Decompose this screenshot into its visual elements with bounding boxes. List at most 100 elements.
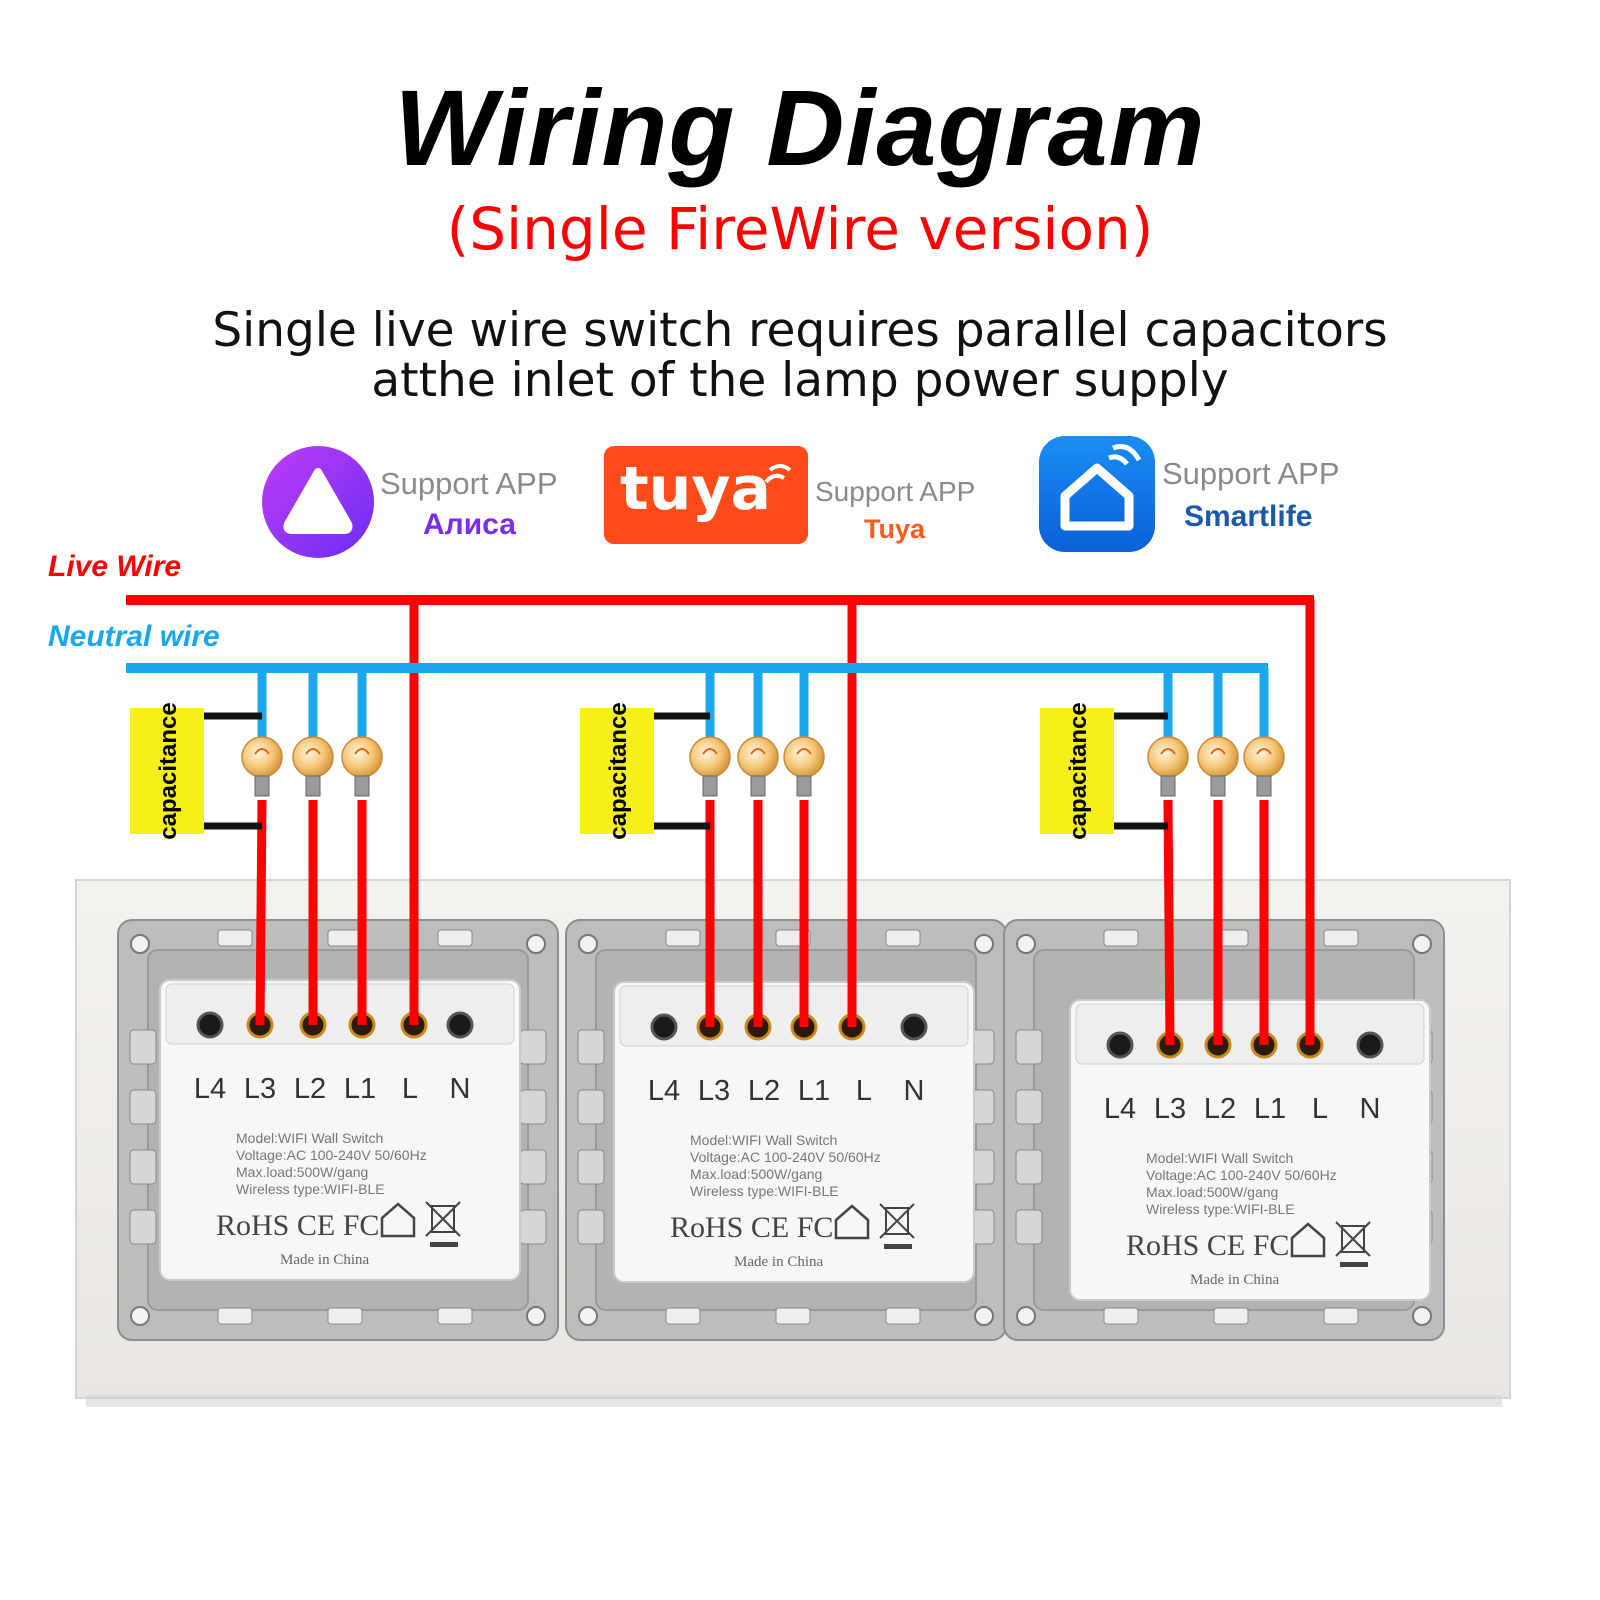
house-icon xyxy=(834,1204,870,1240)
terminal-screw-hole xyxy=(196,1011,224,1039)
capacitor-label: capacitance xyxy=(605,702,632,839)
terminal-screw-hole xyxy=(650,1013,678,1041)
frame-screw-hole xyxy=(1016,934,1036,954)
bulb-filament xyxy=(305,748,321,755)
spec-line: Max.load:500W/gang xyxy=(236,1164,368,1180)
bulb-glass xyxy=(1243,736,1285,778)
terminal-label: L4 xyxy=(194,1073,226,1105)
terminal-label: L3 xyxy=(698,1075,730,1107)
bulb-filament xyxy=(1210,748,1226,755)
weee-cross-icon xyxy=(425,1201,461,1237)
terminal-screw-hole xyxy=(1356,1031,1384,1059)
frame-tab xyxy=(1213,1307,1249,1325)
terminal-label: L2 xyxy=(294,1073,326,1105)
frame-slot xyxy=(577,1149,605,1185)
frame-screw-hole xyxy=(578,934,598,954)
capacitor-body xyxy=(1040,708,1114,834)
terminal-label: N xyxy=(450,1073,471,1105)
bulb-glass xyxy=(689,736,731,778)
spec-line: Max.load:500W/gang xyxy=(690,1166,822,1182)
frame-tab xyxy=(1323,1307,1359,1325)
app-support-label: Support APP xyxy=(1162,456,1340,491)
frame-screw-hole xyxy=(130,934,150,954)
description-line-2: atthe inlet of the lamp power supply xyxy=(371,353,1229,408)
bulb-filament xyxy=(254,748,270,755)
terminal-label: L4 xyxy=(1104,1093,1136,1125)
bulb-icon xyxy=(341,736,383,797)
frame-slot xyxy=(1015,1149,1043,1185)
bulb-glass xyxy=(1197,736,1239,778)
bulb-filament xyxy=(1256,748,1272,755)
bulb-glass xyxy=(1147,736,1189,778)
bulb-icon xyxy=(1147,736,1189,797)
frame-slot xyxy=(129,1149,157,1185)
weee-bin-icon xyxy=(1341,1225,1365,1253)
bulb-icon xyxy=(689,736,731,797)
description-line-1: Single live wire switch requires paralle… xyxy=(212,303,1388,358)
certification-marks: RoHS CE FC xyxy=(216,1209,379,1242)
alisa-logo-icon xyxy=(262,446,374,558)
certification-marks: RoHS CE FC xyxy=(670,1211,833,1244)
frame-slot xyxy=(519,1089,547,1125)
frame-tab xyxy=(217,1307,253,1325)
terminal-label: L2 xyxy=(748,1075,780,1107)
frame-screw-hole xyxy=(1412,1306,1432,1326)
frame-screw-hole xyxy=(130,1306,150,1326)
made-in-label: Made in China xyxy=(734,1254,823,1270)
bulb-icon xyxy=(1243,736,1285,797)
bulb-glass xyxy=(737,736,779,778)
bulb-base xyxy=(254,775,270,797)
tuya-logo-text: tuya xyxy=(620,454,771,524)
terminal-label: N xyxy=(1360,1093,1381,1125)
frame-slot xyxy=(1015,1209,1043,1245)
spec-line: Voltage:AC 100-240V 50/60Hz xyxy=(1146,1167,1337,1183)
spec-line: Voltage:AC 100-240V 50/60Hz xyxy=(236,1147,427,1163)
frame-tab xyxy=(885,1307,921,1325)
bulb-base xyxy=(305,775,321,797)
weee-bar-icon xyxy=(1340,1262,1368,1267)
weee-bar-icon xyxy=(430,1242,458,1247)
capacitor-label: capacitance xyxy=(1065,702,1092,839)
bulb-filament xyxy=(1160,748,1176,755)
frame-slot xyxy=(519,1209,547,1245)
bulb-filament xyxy=(702,748,718,755)
spec-line: Model:WIFI Wall Switch xyxy=(236,1130,383,1146)
page-title: Wiring Diagram xyxy=(394,67,1206,188)
capacitor: capacitance xyxy=(1040,702,1168,840)
weee-bin-icon xyxy=(431,1205,455,1233)
frame-tab xyxy=(885,929,921,947)
terminal-screw-hole xyxy=(446,1011,474,1039)
frame-tab xyxy=(327,1307,363,1325)
app-name-smartlife: Smartlife xyxy=(1184,500,1313,533)
bulb-filament xyxy=(354,748,370,755)
spec-line: Wireless type:WIFI-BLE xyxy=(690,1183,839,1199)
smartlife-logo-icon xyxy=(1039,436,1155,552)
bulb-filament xyxy=(796,748,812,755)
capacitor: capacitance xyxy=(580,702,710,840)
frame-screw-hole xyxy=(578,1306,598,1326)
bulb-base xyxy=(702,775,718,797)
frame-screw-hole xyxy=(974,1306,994,1326)
frame-tab xyxy=(437,1307,473,1325)
terminal-label: L3 xyxy=(244,1073,276,1105)
terminal-label: L3 xyxy=(1154,1093,1186,1125)
frame-slot xyxy=(519,1029,547,1065)
bulb-base xyxy=(750,775,766,797)
frame-slot xyxy=(129,1029,157,1065)
tuya-logo-icon: tuya xyxy=(604,446,808,544)
frame-tab xyxy=(437,929,473,947)
app-name-tuya: Tuya xyxy=(864,514,926,544)
bulb-base xyxy=(1256,775,1272,797)
bulb-icon xyxy=(241,736,283,797)
terminal-label: L1 xyxy=(798,1075,830,1107)
bulb-glass xyxy=(783,736,825,778)
frame-screw-hole xyxy=(1016,1306,1036,1326)
frame-tab xyxy=(665,1307,701,1325)
frame-slot xyxy=(577,1089,605,1125)
live-wire-label: Live Wire xyxy=(48,550,182,583)
bulb-glass xyxy=(241,736,283,778)
bulb-base xyxy=(354,775,370,797)
